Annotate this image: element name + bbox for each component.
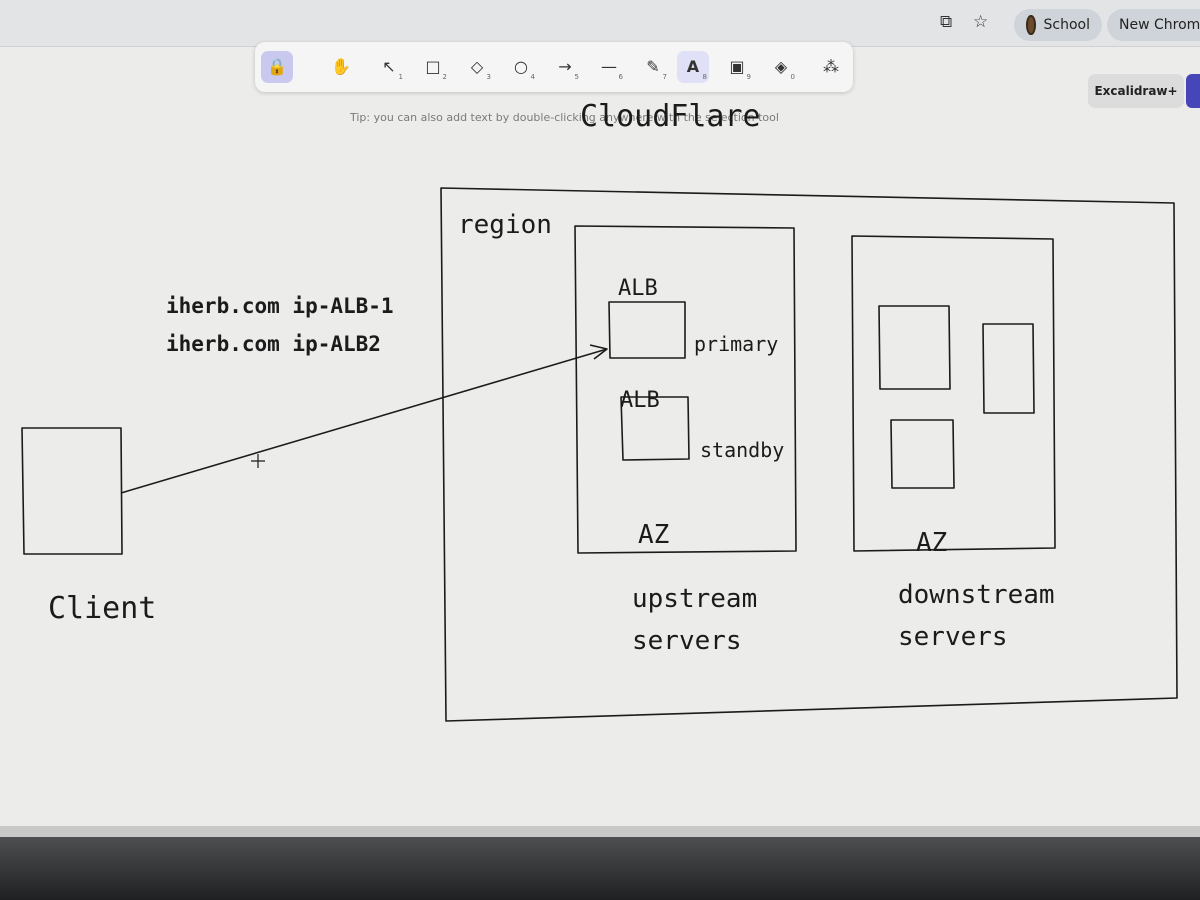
screen-bezel-edge (0, 826, 1200, 840)
alb-standby-title[interactable]: ALB (620, 388, 660, 413)
tip-text: Tip: you can also add text by double-cli… (350, 111, 779, 124)
tool-ellipse[interactable]: ○4 (505, 51, 537, 83)
hand-icon: ✋ (331, 57, 351, 76)
tool-shortcut-key: 4 (530, 73, 535, 81)
tool-eraser[interactable]: ◈0 (765, 51, 797, 83)
pencil-icon: ✎ (646, 57, 660, 76)
star-icon[interactable]: ☆ (973, 12, 989, 32)
tool-shortcut-key: 7 (662, 73, 667, 81)
primary-label[interactable]: primary (694, 332, 779, 356)
diamond-icon: ◇ (470, 57, 484, 76)
tool-shortcut-key: 2 (442, 73, 447, 81)
alb-primary-title[interactable]: ALB (618, 276, 658, 301)
selection-icon: ↖ (382, 57, 396, 76)
upstream-label-line-2[interactable]: servers (632, 626, 742, 656)
upstream-label-line-1[interactable]: upstream (632, 584, 758, 614)
tool-hand[interactable]: ✋ (325, 51, 357, 83)
ellipse-icon: ○ (514, 57, 528, 76)
image-icon: ▣ (729, 57, 745, 76)
client-box (21, 427, 123, 555)
tool-rectangle[interactable]: □2 (417, 51, 449, 83)
client-to-alb-arrow (120, 348, 608, 494)
tool-lock[interactable]: 🔒 (261, 51, 293, 83)
tool-shortcut-key: 1 (398, 73, 403, 81)
lock-icon: 🔒 (267, 57, 287, 76)
cloudflare-label[interactable]: CloudFlare (580, 99, 761, 134)
eraser-icon: ◈ (774, 57, 788, 76)
downstream-label-line-1[interactable]: downstream (898, 580, 1055, 610)
tool-diamond[interactable]: ◇3 (461, 51, 493, 83)
tool-line[interactable]: —6 (593, 51, 625, 83)
tool-image[interactable]: ▣9 (721, 51, 753, 83)
arrow-icon: → (558, 57, 572, 76)
downstream-server-box (890, 419, 955, 489)
avatar (1026, 15, 1036, 35)
tool-library[interactable]: ⁂ (815, 51, 847, 83)
tool-arrow[interactable]: →5 (549, 51, 581, 83)
region-label[interactable]: region (458, 210, 552, 240)
downstream-label-line-2[interactable]: servers (898, 622, 1008, 652)
client-label[interactable]: Client (48, 591, 157, 626)
excalidraw-plus-label: Excalidraw+ (1094, 84, 1178, 98)
tool-pencil[interactable]: ✎7 (637, 51, 669, 83)
browser-toolbar: ⧉ ☆ School New Chrome available (0, 0, 1200, 47)
tool-selection[interactable]: ↖1 (373, 51, 405, 83)
excalidraw-canvas[interactable] (0, 47, 1200, 837)
az-right-label[interactable]: AZ (916, 528, 948, 558)
alb-primary-box (608, 301, 686, 359)
region-box (440, 187, 1178, 722)
rectangle-icon: □ (425, 57, 441, 76)
profile-school-button[interactable]: School (1014, 9, 1102, 41)
tool-shortcut-key: 9 (746, 73, 751, 81)
alb-standby-box (620, 396, 690, 461)
standby-label[interactable]: standby (700, 438, 785, 462)
new-chrome-button[interactable]: New Chrome available (1107, 9, 1200, 41)
az-left-label[interactable]: AZ (638, 520, 670, 550)
dns-record-1[interactable]: iherb.com ip-ALB-1 (166, 294, 394, 318)
tool-shortcut-key: 0 (790, 73, 795, 81)
dns-record-2[interactable]: iherb.com ip-ALB2 (166, 332, 381, 356)
line-icon: — (601, 57, 617, 76)
az-right-box (851, 235, 1056, 552)
tool-shortcut-key: 6 (618, 73, 623, 81)
library-icon: ⁂ (823, 57, 839, 76)
arrow-head (589, 344, 608, 360)
tool-shortcut-key: 5 (574, 73, 579, 81)
downstream-server-box (878, 305, 951, 390)
az-left-box (574, 225, 797, 554)
share-button[interactable] (1186, 74, 1200, 108)
excalidraw-plus-button[interactable]: Excalidraw+ (1088, 74, 1184, 108)
crosshair-cursor (251, 454, 265, 468)
profile-label: School (1043, 17, 1090, 33)
tool-shortcut-key: 3 (486, 73, 491, 81)
downstream-server-box (982, 323, 1035, 414)
tool-shortcut-key: 8 (702, 73, 707, 81)
install-app-icon[interactable]: ⧉ (940, 12, 953, 32)
screen-bezel (0, 837, 1200, 900)
text-icon: A (686, 57, 700, 76)
new-chrome-label: New Chrome available (1119, 17, 1200, 33)
